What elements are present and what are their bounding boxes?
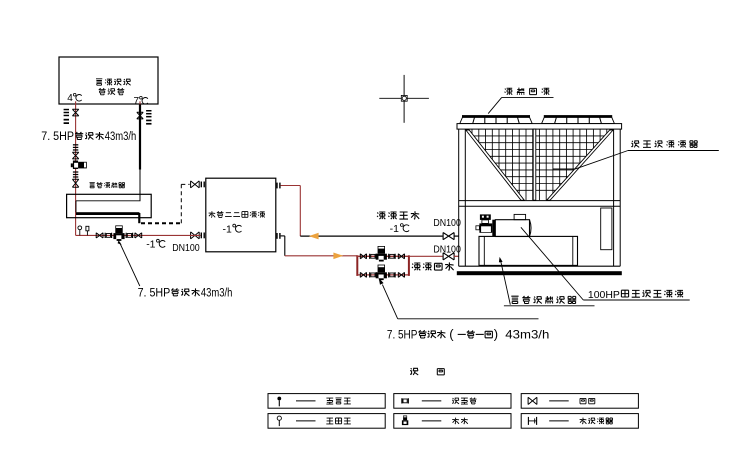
svg-text:): ) xyxy=(494,327,498,342)
svg-text:7. 5HP: 7. 5HP xyxy=(41,131,74,143)
svg-text:7. 5HP: 7. 5HP xyxy=(387,328,418,342)
svg-text:DN100: DN100 xyxy=(172,243,200,254)
svg-text:DN100: DN100 xyxy=(433,218,461,229)
svg-text:100HP: 100HP xyxy=(588,290,620,301)
svg-text:-1: -1 xyxy=(223,223,232,235)
svg-text:43m3/h: 43m3/h xyxy=(105,131,137,143)
svg-text:43m3/h: 43m3/h xyxy=(505,328,549,342)
svg-text:7. 5HP: 7. 5HP xyxy=(138,288,171,300)
svg-text:DN100: DN100 xyxy=(433,245,461,256)
svg-text:7: 7 xyxy=(134,96,140,107)
svg-text:-1: -1 xyxy=(390,223,399,235)
svg-text:-1: -1 xyxy=(146,239,155,251)
svg-text:4: 4 xyxy=(67,93,73,104)
svg-text:43m3/h: 43m3/h xyxy=(201,288,233,300)
svg-text:(: ( xyxy=(449,327,454,342)
